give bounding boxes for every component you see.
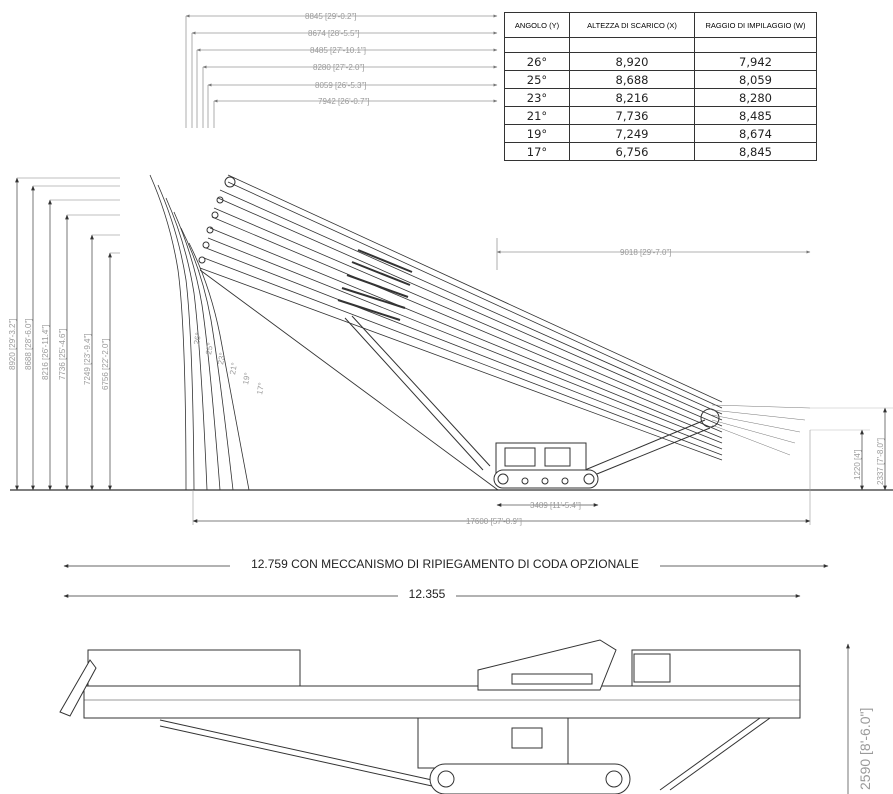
top-dim-label: 8059 [26'-5.3"] — [315, 81, 367, 90]
side-view-elevation: 8845 [29'-0.2"] 8674 [28'-5.5"] 8485 [27… — [8, 12, 893, 526]
dim-12759-label: 12.759 CON MECCANISMO DI RIPIEGAMENTO DI… — [251, 557, 639, 571]
top-dim-label: 8674 [28'-5.5"] — [308, 29, 360, 38]
angle-label: 21° — [228, 362, 239, 375]
left-dim-label: 8920 [29'-3.2"] — [8, 318, 17, 370]
radius-cell: 8,845 — [694, 142, 817, 161]
specifications-table: ANGOLO (Y) ALTEZZA DI SCARICO (X) RAGGIO… — [504, 12, 817, 161]
radius-cell: 8,059 — [694, 70, 817, 89]
top-dimension-lines — [185, 14, 498, 128]
header-discharge-height: ALTEZZA DI SCARICO (X) — [569, 12, 695, 38]
header-angle: ANGOLO (Y) — [504, 12, 570, 38]
dim-1220-label: 1220 [4'] — [853, 450, 862, 480]
hydraulic-rams — [337, 249, 413, 321]
radius-cell: 8,485 — [694, 106, 817, 125]
table-row: 17° 6,756 8,845 — [504, 142, 817, 161]
angle-label: 26° — [192, 332, 203, 345]
radius-cell: 7,942 — [694, 52, 817, 71]
height-cell: 8,920 — [569, 52, 695, 71]
dim-12355-label: 12.355 — [409, 587, 446, 601]
conveyor-boom-positions — [199, 174, 723, 461]
dim-2337-label: 2337 [7'-8.0"] — [876, 438, 885, 485]
head-pulley-icons — [198, 176, 236, 264]
dim-9018-label: 9018 [29'-7.0"] — [620, 248, 672, 257]
angle-cell: 21° — [504, 106, 570, 125]
height-cell: 7,736 — [569, 106, 695, 125]
angle-cell: 25° — [504, 70, 570, 89]
dim-3489-label: 3489 [11'-5.4"] — [530, 501, 581, 510]
table-row: 23° 8,216 8,280 — [504, 88, 817, 107]
height-cell: 8,216 — [569, 88, 695, 107]
support-strut — [344, 315, 491, 471]
angle-label: 23° — [216, 352, 227, 365]
top-dim-label: 8485 [27'-10.1"] — [310, 46, 366, 55]
table-row: 19° 7,249 8,674 — [504, 124, 817, 143]
top-dim-label: 8845 [29'-0.2"] — [305, 12, 357, 21]
height-cell: 7,249 — [569, 124, 695, 143]
dim-17600-label: 17600 [57'-8.9"] — [466, 517, 522, 526]
left-dim-label: 7736 [25'-4.6"] — [58, 328, 67, 380]
angle-cell: 23° — [504, 88, 570, 107]
transport-view: 12.759 CON MECCANISMO DI RIPIEGAMENTO DI… — [59, 557, 873, 794]
table-row: 26° 8,920 7,942 — [504, 52, 817, 71]
angle-cell: 17° — [504, 142, 570, 161]
height-cell: 6,756 — [569, 142, 695, 161]
table-row — [504, 37, 817, 53]
top-dim-label: 7942 [26'-0.7"] — [318, 97, 370, 106]
left-dim-label: 7249 [23'-9.4"] — [83, 333, 92, 385]
angle-cell: 19° — [504, 124, 570, 143]
angle-cell: 26° — [504, 52, 570, 71]
radius-cell: 8,280 — [694, 88, 817, 107]
left-dim-label: 8688 [28'-6.0"] — [24, 318, 33, 370]
angle-label: 19° — [241, 372, 252, 385]
header-stacking-radius: RAGGIO DI IMPILAGGIO (W) — [694, 12, 817, 38]
table-row: 21° 7,736 8,485 — [504, 106, 817, 125]
height-cell: 8,688 — [569, 70, 695, 89]
stacking-arcs — [149, 174, 250, 491]
dim-2590-label: 2590 [8'-6.0"] — [857, 708, 873, 790]
tail-conveyor — [584, 408, 720, 477]
angle-label: 25° — [204, 342, 215, 355]
angle-label: 17° — [255, 382, 266, 395]
tracked-chassis — [493, 442, 599, 489]
table-header-row: ANGOLO (Y) ALTEZZA DI SCARICO (X) RAGGIO… — [504, 12, 817, 38]
left-dim-label: 8216 [26'-11.4"] — [41, 325, 50, 380]
left-dim-label: 6756 [22'-2.0"] — [101, 338, 110, 390]
stacker-body — [59, 639, 801, 794]
radius-cell: 8,674 — [694, 124, 817, 143]
left-dimension-lines — [15, 177, 120, 491]
table-row: 25° 8,688 8,059 — [504, 70, 817, 89]
top-dim-label: 8280 [27'-2.0"] — [313, 63, 365, 72]
